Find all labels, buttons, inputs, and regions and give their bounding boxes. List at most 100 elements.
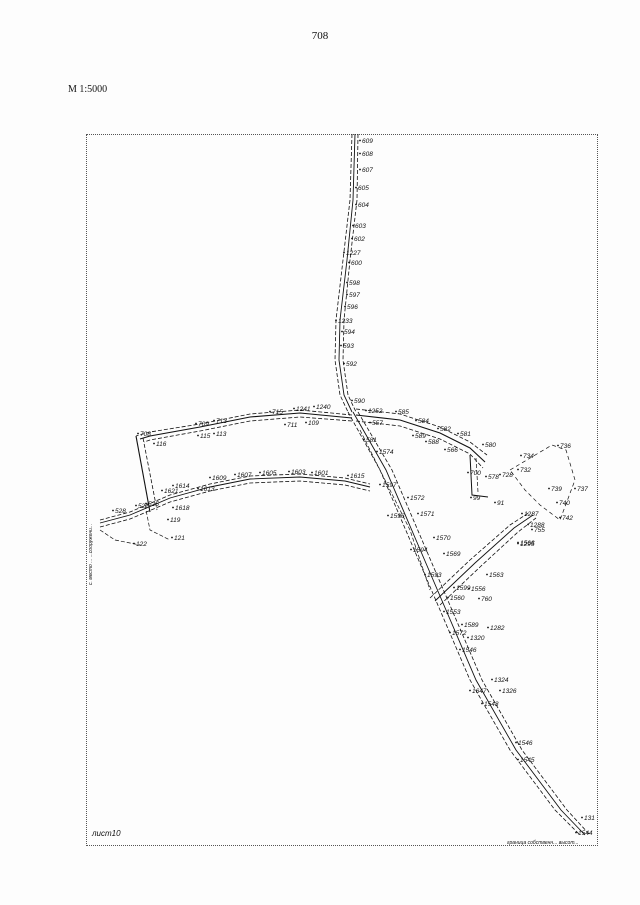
survey-point-marker (340, 344, 342, 347)
survey-point-marker (433, 536, 435, 539)
point-label: 131 (584, 815, 595, 822)
survey-point-marker (415, 419, 417, 422)
point-label: 1597 (382, 482, 397, 489)
point-label: 116 (156, 441, 167, 448)
point-label: 732 (520, 467, 531, 474)
boundary-lines (99, 133, 591, 836)
point-label: 581 (460, 431, 471, 438)
survey-point-marker (335, 319, 337, 322)
point-label: 115 (200, 433, 211, 440)
survey-point-marker (153, 442, 155, 445)
survey-point-marker (467, 471, 469, 474)
survey-point-marker (412, 434, 414, 437)
road-west-lower-a (99, 473, 371, 521)
corridor-se-center (352, 411, 586, 836)
point-label: 700 (470, 470, 481, 477)
boundary-note-bottom: граница собственн... высот... (507, 840, 579, 846)
point-label: 596 (347, 304, 358, 311)
point-label: 122 (136, 541, 147, 548)
point-label: 1572 (410, 495, 425, 502)
survey-point-marker (485, 475, 487, 478)
point-label: 602 (354, 236, 365, 243)
survey-point-marker (288, 470, 290, 473)
point-label: 1560 (450, 595, 465, 602)
point-label: 585 (398, 409, 409, 416)
survey-point-marker (453, 586, 455, 589)
point-label: 1596 (390, 513, 405, 520)
survey-point-marker (171, 536, 173, 539)
survey-point-marker (557, 444, 559, 447)
survey-point-marker (348, 261, 350, 264)
point-label: 1241 (296, 406, 311, 413)
point-label: 1569 (446, 551, 461, 558)
boundary-note-left: с. место ... ...сооружени... (88, 524, 94, 585)
point-label: 91 (497, 500, 505, 507)
branch-ne-center (434, 514, 534, 602)
survey-point-marker (444, 448, 446, 451)
survey-point-marker (343, 362, 345, 365)
sheet-label: лист10 (91, 829, 121, 838)
point-label: 584 (418, 418, 429, 425)
survey-point-marker (556, 501, 558, 504)
point-label: 755 (534, 527, 545, 534)
point-label: 737 (577, 486, 588, 493)
survey-point-marker (137, 432, 139, 435)
point-label: 713 (216, 418, 227, 425)
survey-point-marker (517, 541, 519, 544)
point-label: 580 (485, 442, 496, 449)
survey-point-marker (487, 626, 489, 629)
point-label: 604 (358, 202, 369, 209)
survey-point-marker (468, 587, 470, 590)
spur-west (99, 529, 141, 546)
survey-point-marker (581, 816, 583, 819)
road-west-lower-center (99, 476, 371, 524)
point-label: 109 (308, 420, 319, 427)
point-label: 1605 (262, 470, 277, 477)
survey-point-marker (213, 432, 215, 435)
point-label: 1571 (420, 511, 435, 518)
survey-point-marker (575, 831, 577, 834)
point-label: 566 (447, 447, 458, 454)
survey-point-marker (527, 523, 529, 526)
survey-point-marker (467, 636, 469, 639)
point-label: 1324 (494, 677, 509, 684)
survey-point-marker (313, 405, 315, 408)
point-label: 1295 (520, 541, 535, 548)
survey-point-marker (351, 237, 353, 240)
survey-point-marker (410, 548, 412, 551)
survey-point-marker (161, 489, 163, 492)
point-label: 99 (473, 495, 481, 502)
point-label: 1553 (446, 609, 461, 616)
point-label: 742 (562, 515, 573, 522)
point-label: 598 (349, 280, 360, 287)
survey-point-marker (482, 443, 484, 446)
point-label: 557 (372, 420, 383, 427)
survey-point-marker (443, 610, 445, 613)
point-label: 1566 (520, 540, 535, 547)
point-label: 1252 (368, 408, 383, 415)
point-label: 760 (481, 596, 492, 603)
point-label: 593 (343, 343, 354, 350)
point-label: 1546 (518, 740, 533, 747)
point-label: 736 (560, 443, 571, 450)
point-label: 600 (351, 260, 362, 267)
road-west-vertical-dash (142, 437, 158, 511)
point-label: 1563 (489, 572, 504, 579)
survey-point-marker (359, 139, 361, 142)
point-label: 608 (362, 151, 373, 158)
road-west-vertical (135, 435, 151, 513)
point-label: 1609 (212, 475, 227, 482)
survey-point-marker (369, 421, 371, 424)
survey-point-marker (346, 281, 348, 284)
point-label: 607 (362, 167, 373, 174)
point-label: 1615 (350, 473, 365, 480)
scale-label: M 1:5000 (68, 84, 108, 95)
map-frame (86, 134, 598, 846)
point-labels: 6096086076056046036021227600598597596123… (112, 138, 595, 837)
survey-point-marker (379, 483, 381, 486)
point-label: 113 (216, 431, 227, 438)
survey-point-marker (437, 427, 439, 430)
point-label: 709 (198, 421, 209, 428)
survey-point-marker (355, 203, 357, 206)
